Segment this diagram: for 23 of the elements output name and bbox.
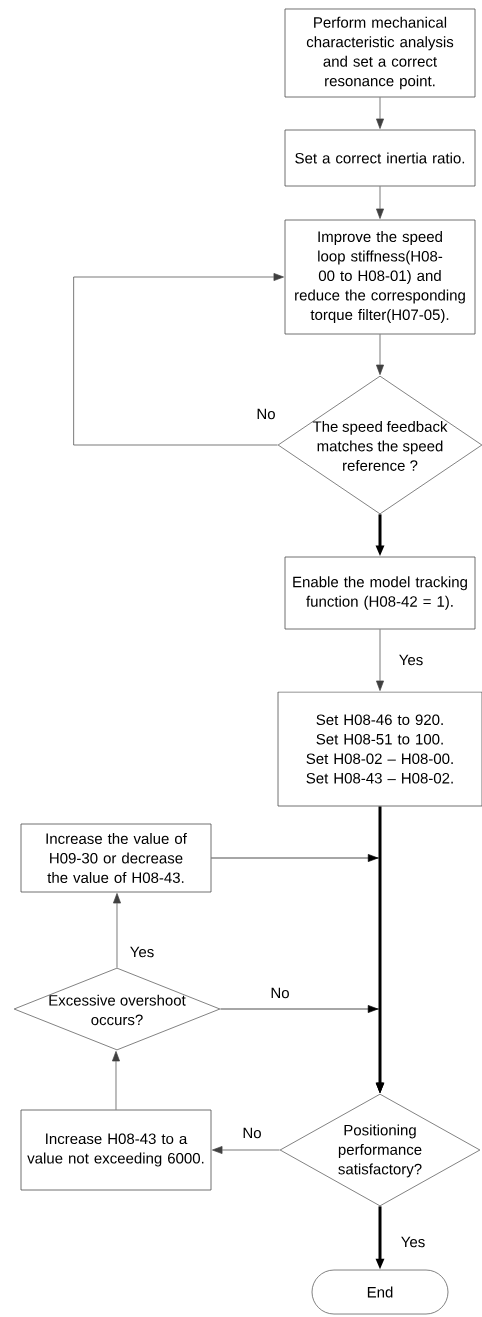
arrow [220, 1005, 384, 1093]
arrow [376, 629, 384, 691]
arrow [376, 334, 384, 375]
edge-label: Yes [397, 653, 425, 667]
process-box: Increase H08-43 to a value not exceeding 6000. [20, 1109, 212, 1191]
arrow [113, 893, 121, 968]
process-box: Increase the value of H09-30 or decrease the value of H08-43. [20, 823, 212, 893]
process-box: Enable the model tracking function (H08-42 = 1). [284, 556, 476, 630]
process-box: Improve the speed loop stiffness(H08-00 to H08-01) and reduce the corresponding torque filter(H07-05). [284, 219, 476, 335]
edge-label: No [269, 986, 291, 1000]
edge-label: No [255, 407, 277, 421]
end-terminal: End [311, 1269, 449, 1315]
arrow [212, 1146, 280, 1154]
process-box: Perform mechanical characteristic analysis and set a correct resonance point. [284, 8, 476, 98]
edge-label: Yes [399, 1235, 427, 1249]
arrow [112, 1051, 120, 1110]
arrow [73, 273, 284, 446]
process-box: Set a correct inertia ratio. [284, 129, 476, 187]
arrow [376, 97, 384, 129]
arrow [376, 186, 384, 219]
edge-label: No [241, 1126, 263, 1140]
process-box: Set H08-46 to 920. Set H08-51 to 100. Set H08-02 – H08-00. Set H08-43 – H08-02. [277, 691, 482, 807]
edge-label: Yes [128, 945, 156, 959]
